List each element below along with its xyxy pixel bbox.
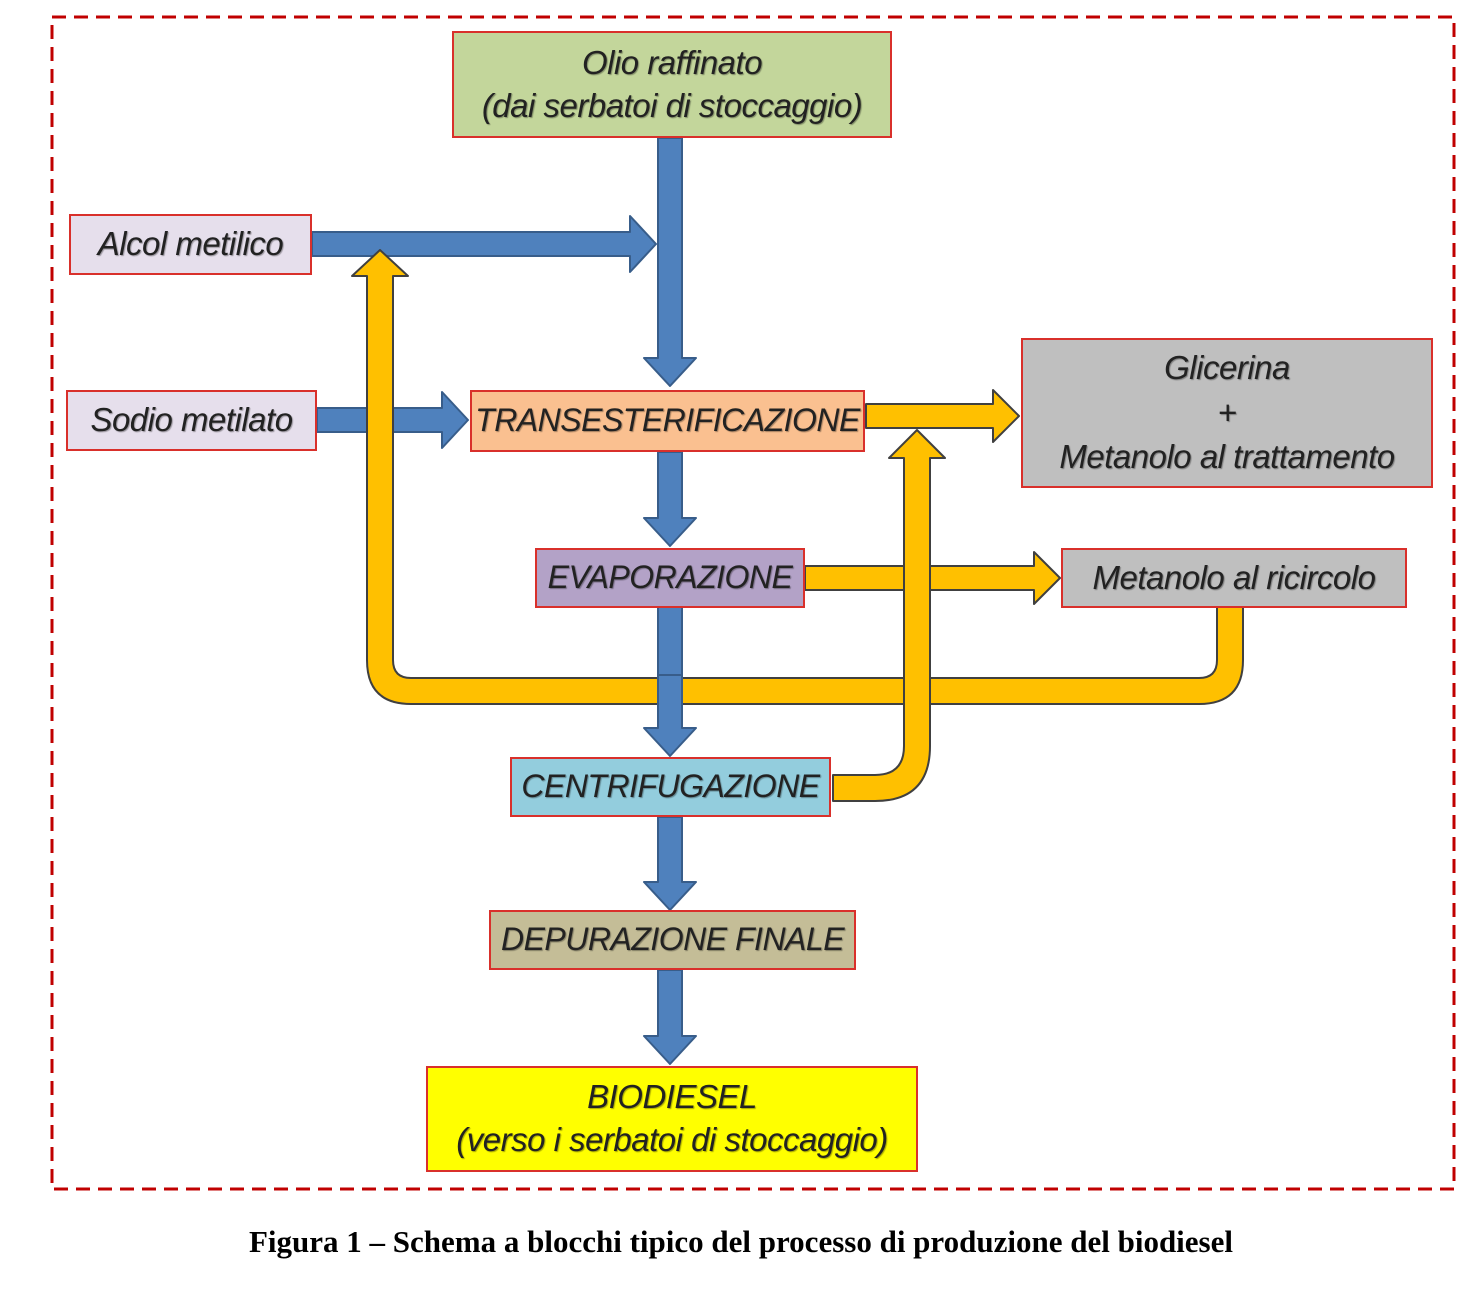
alcol-label: Alcol metilico bbox=[97, 225, 284, 263]
centri-label: CENTRIFUGAZIONE bbox=[521, 768, 820, 805]
sodio-label: Sodio metilato bbox=[90, 401, 293, 439]
evap-label: EVAPORAZIONE bbox=[547, 559, 793, 596]
depur-label: DEPURAZIONE FINALE bbox=[500, 921, 845, 958]
biodiesel-line2: (verso i serbatoi di stoccaggio) bbox=[456, 1121, 888, 1158]
trans-label: TRANSESTERIFICAZIONE bbox=[475, 402, 860, 439]
box-evaporazione: EVAPORAZIONE bbox=[535, 548, 805, 608]
arrow-evap-to-ricircolo bbox=[804, 551, 1061, 605]
box-transesterificazione: TRANSESTERIFICAZIONE bbox=[470, 390, 865, 452]
arrow-centri-to-glicerina bbox=[832, 429, 946, 802]
box-sodio-metilato: Sodio metilato bbox=[66, 390, 317, 451]
arrow-trans-to-evap bbox=[643, 451, 697, 547]
arrow-evap-to-centri-shaft bbox=[657, 606, 683, 678]
olio-line1: Olio raffinato bbox=[581, 43, 763, 81]
arrow-olio-to-trans bbox=[643, 137, 697, 387]
glicerina-line1: Glicerina bbox=[1164, 349, 1290, 387]
ricircolo-label: Metanolo al ricircolo bbox=[1092, 558, 1376, 596]
box-biodiesel: BIODIESEL (verso i serbatoi di stoccaggi… bbox=[426, 1066, 918, 1172]
glicerina-line2: + bbox=[1217, 393, 1237, 431]
olio-line2: (dai serbatoi di stoccaggio) bbox=[481, 86, 863, 124]
biodiesel-line1: BIODIESEL bbox=[587, 1078, 757, 1116]
arrow-depur-to-biodiesel bbox=[643, 969, 697, 1065]
box-alcol-metilico: Alcol metilico bbox=[69, 214, 312, 275]
box-olio-raffinato: Olio raffinato (dai serbatoi di stoccagg… bbox=[452, 31, 892, 138]
box-depurazione-finale: DEPURAZIONE FINALE bbox=[489, 910, 856, 970]
arrow-recycle-loop bbox=[351, 249, 1244, 705]
figure-caption: Figura 1 – Schema a blocchi tipico del p… bbox=[248, 1224, 1233, 1259]
box-centrifugazione: CENTRIFUGAZIONE bbox=[510, 757, 831, 817]
arrow-evap-to-centri bbox=[643, 674, 697, 757]
arrow-trans-to-glicerina bbox=[865, 389, 1020, 443]
box-metanolo-ricircolo: Metanolo al ricircolo bbox=[1061, 548, 1407, 608]
arrow-centri-to-depur bbox=[643, 816, 697, 911]
arrow-alcol-to-trunk bbox=[311, 215, 657, 273]
dashed-frame bbox=[50, 15, 1456, 1191]
glicerina-line3: Metanolo al trattamento bbox=[1059, 438, 1395, 476]
box-glicerina: Glicerina + Metanolo al trattamento bbox=[1021, 338, 1433, 488]
